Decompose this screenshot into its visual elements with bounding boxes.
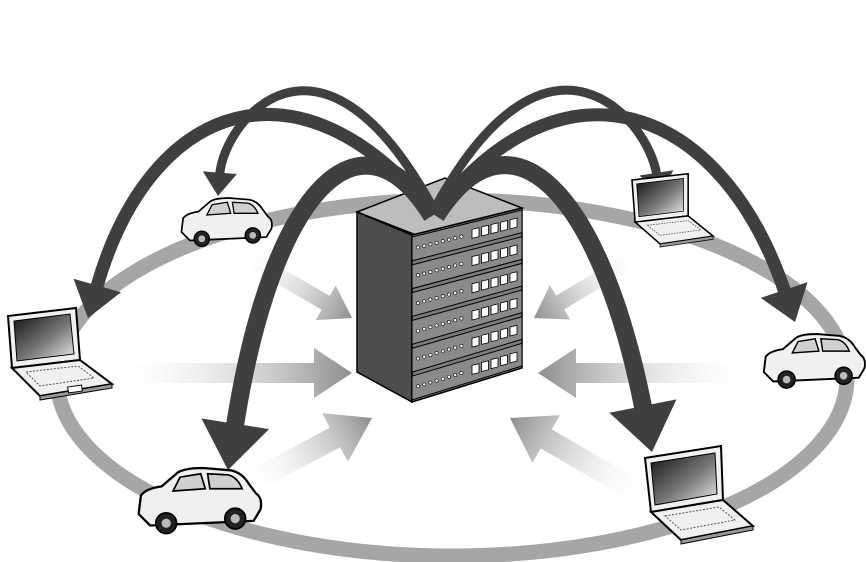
car-bottom-left [139,468,261,534]
server-side [357,212,412,402]
car-top-left [181,198,272,246]
laptop-top-right [632,174,713,247]
car-right [764,334,865,388]
laptop-left [8,308,112,400]
uplink-arrow-left [108,348,352,398]
